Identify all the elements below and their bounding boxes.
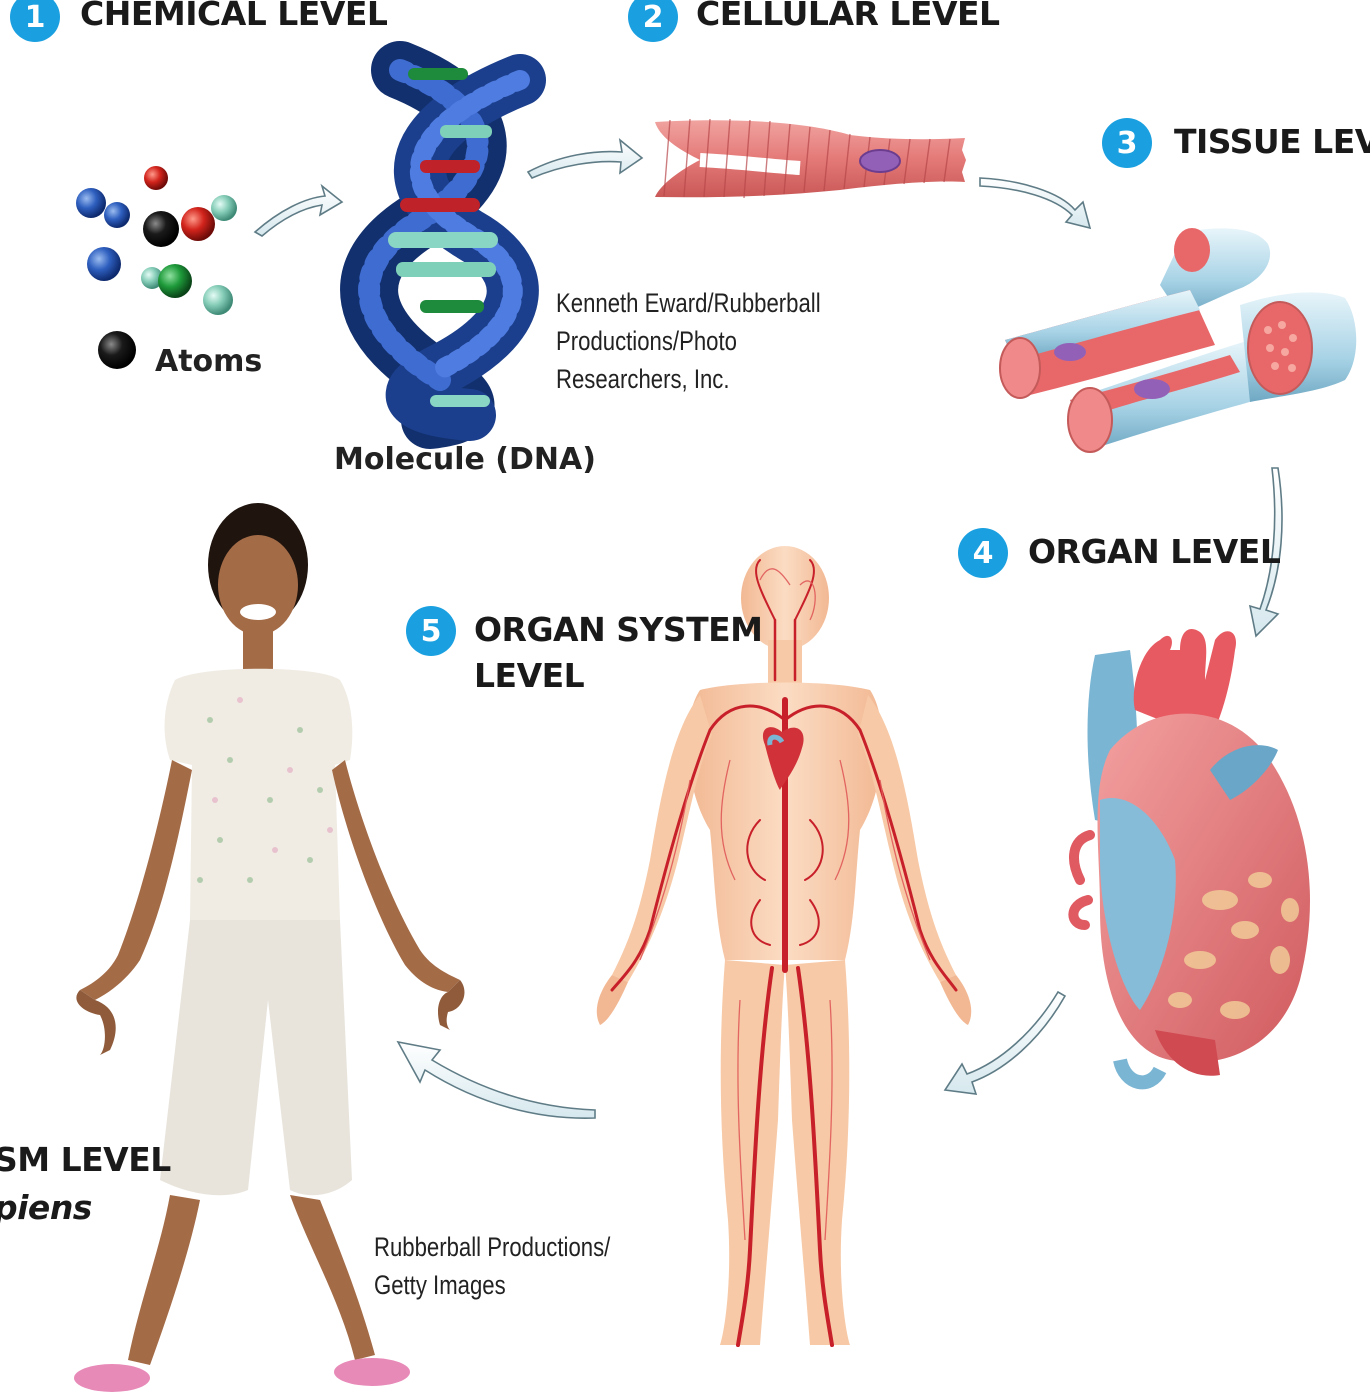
molecule-label: Molecule (DNA) bbox=[334, 442, 596, 478]
chemical-level-title: CHEMICAL LEVEL bbox=[80, 0, 387, 34]
organ-level-title: ORGAN LEVEL bbox=[1028, 532, 1280, 572]
level-3-badge: 3 bbox=[1102, 118, 1152, 168]
level-5-badge: 5 bbox=[406, 606, 456, 656]
credit-line: Kenneth Eward/Rubberball bbox=[556, 284, 821, 322]
credit-line: Getty Images bbox=[374, 1266, 610, 1304]
cellular-level-title: CELLULAR LEVEL bbox=[696, 0, 1000, 34]
organism-species-name: piens bbox=[0, 1188, 92, 1228]
arrow-molecule-to-cell bbox=[528, 140, 642, 178]
atoms-illustration bbox=[76, 166, 237, 369]
tissue-level-title: TISSUE LEVE bbox=[1174, 122, 1370, 162]
arrow-atoms-to-molecule bbox=[255, 186, 342, 236]
girl-photo-credit: Rubberball Productions/ Getty Images bbox=[374, 1228, 610, 1304]
arrow-cell-to-tissue bbox=[980, 178, 1090, 228]
muscle-cell-illustration bbox=[655, 119, 966, 198]
circulatory-system-illustration bbox=[597, 546, 971, 1345]
credit-line: Rubberball Productions/ bbox=[374, 1228, 610, 1266]
heart-illustration bbox=[1073, 629, 1310, 1082]
atoms-label: Atoms bbox=[155, 344, 262, 380]
credit-line: Productions/Photo bbox=[556, 322, 821, 360]
level-4-badge: 4 bbox=[958, 528, 1008, 578]
arrow-system-to-organism bbox=[398, 1042, 595, 1118]
dna-photo-credit: Kenneth Eward/Rubberball Productions/Pho… bbox=[556, 284, 821, 398]
organ-system-level-title-line2: LEVEL bbox=[474, 656, 584, 696]
cardiac-tissue-illustration bbox=[1000, 228, 1356, 452]
organ-system-level-title: ORGAN SYSTEM bbox=[474, 610, 763, 650]
dna-molecule-illustration bbox=[369, 68, 520, 420]
organism-level-title: SM LEVEL bbox=[0, 1140, 171, 1180]
credit-line: Researchers, Inc. bbox=[556, 360, 821, 398]
